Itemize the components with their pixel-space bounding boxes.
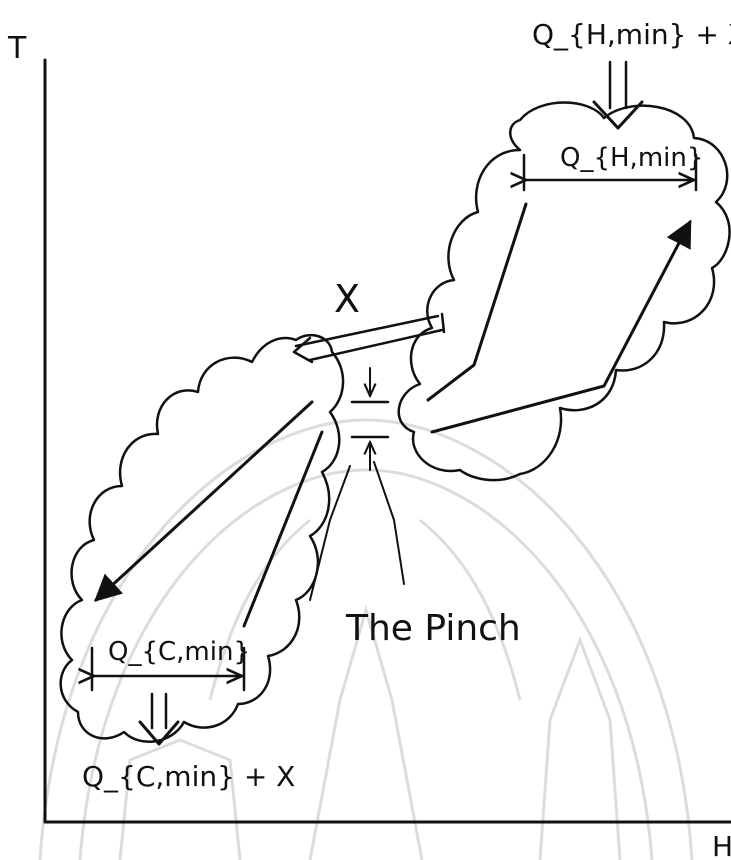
- hot-composite-curve-upper: [426, 202, 528, 402]
- hot-utility-arrow: [592, 60, 644, 130]
- cold-composite-curve-upper: [430, 219, 692, 434]
- cold-composite-curve-lower: [242, 430, 324, 628]
- cross-pinch-transfer: [292, 312, 446, 364]
- watermark-seal: [38, 418, 694, 860]
- cold-utility-arrow: [138, 692, 180, 746]
- pinch-label: The Pinch: [345, 608, 521, 649]
- cold-side-cloud: [59, 333, 345, 743]
- x-axis-label: H: [712, 830, 731, 860]
- hot-composite-curve-lower: [94, 400, 314, 602]
- hot-utility-span: [524, 153, 698, 192]
- cold-utility-span-label: Q_{C,min}: [108, 637, 250, 667]
- pinch-gap-markers: [350, 367, 390, 471]
- cross-pinch-label: X: [334, 277, 360, 321]
- y-axis-label: T: [7, 31, 27, 66]
- hot-utility-span-label: Q_{H,min}: [560, 143, 703, 173]
- axes: T H: [7, 31, 731, 860]
- hot-side-cloud: [397, 101, 731, 482]
- cold-utility-output-label: Q_{C,min} + X: [82, 760, 295, 793]
- pinch-pointer-left: [309, 465, 351, 601]
- cold-utility-span: [92, 646, 246, 692]
- hot-utility-input-label: Q_{H,min} + X: [532, 18, 731, 51]
- pinch-pointer-right: [373, 461, 405, 585]
